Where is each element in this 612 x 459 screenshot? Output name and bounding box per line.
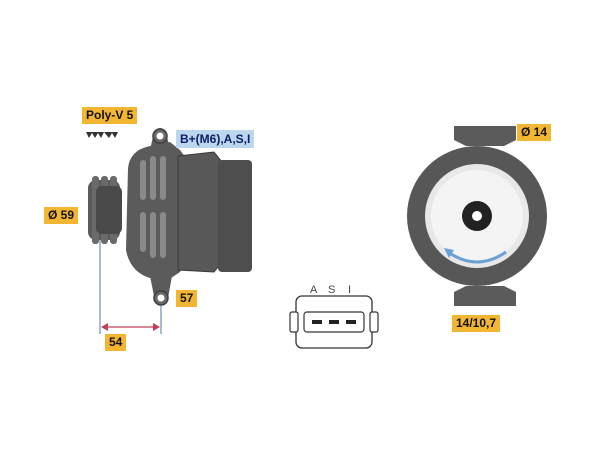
terminals-label: B+(M6),A,S,I bbox=[176, 130, 255, 148]
connector-pin-a bbox=[312, 320, 322, 324]
connector-pin-i bbox=[346, 320, 356, 324]
dimension-lines bbox=[99, 240, 162, 334]
rotation-arrow-icon bbox=[444, 248, 507, 264]
connector-plug bbox=[289, 295, 379, 349]
rear-cover bbox=[218, 160, 252, 272]
length-label: 54 bbox=[105, 334, 127, 351]
width-label: 14/10,7 bbox=[452, 315, 501, 332]
pulley-diameter-label: Ø 59 bbox=[44, 207, 79, 224]
poly-v-belt-icon bbox=[86, 132, 118, 138]
alternator-end-view bbox=[407, 126, 547, 306]
mount-hole-label: Ø 14 bbox=[517, 124, 552, 141]
pin-label-s: S bbox=[328, 284, 336, 296]
length-dimension-arrow bbox=[101, 323, 160, 331]
belt-label: Poly-V 5 bbox=[82, 107, 138, 124]
top-mount-ear bbox=[150, 128, 170, 150]
connector-pin-s bbox=[329, 320, 339, 324]
pin-label-i: I bbox=[348, 284, 352, 296]
mount-bottom-label: 57 bbox=[176, 290, 198, 307]
alternator-side-view bbox=[86, 128, 252, 334]
rear-housing bbox=[177, 151, 223, 273]
bottom-mount-ear bbox=[150, 276, 172, 306]
pin-label-a: A bbox=[310, 284, 318, 296]
pulley bbox=[88, 176, 122, 244]
